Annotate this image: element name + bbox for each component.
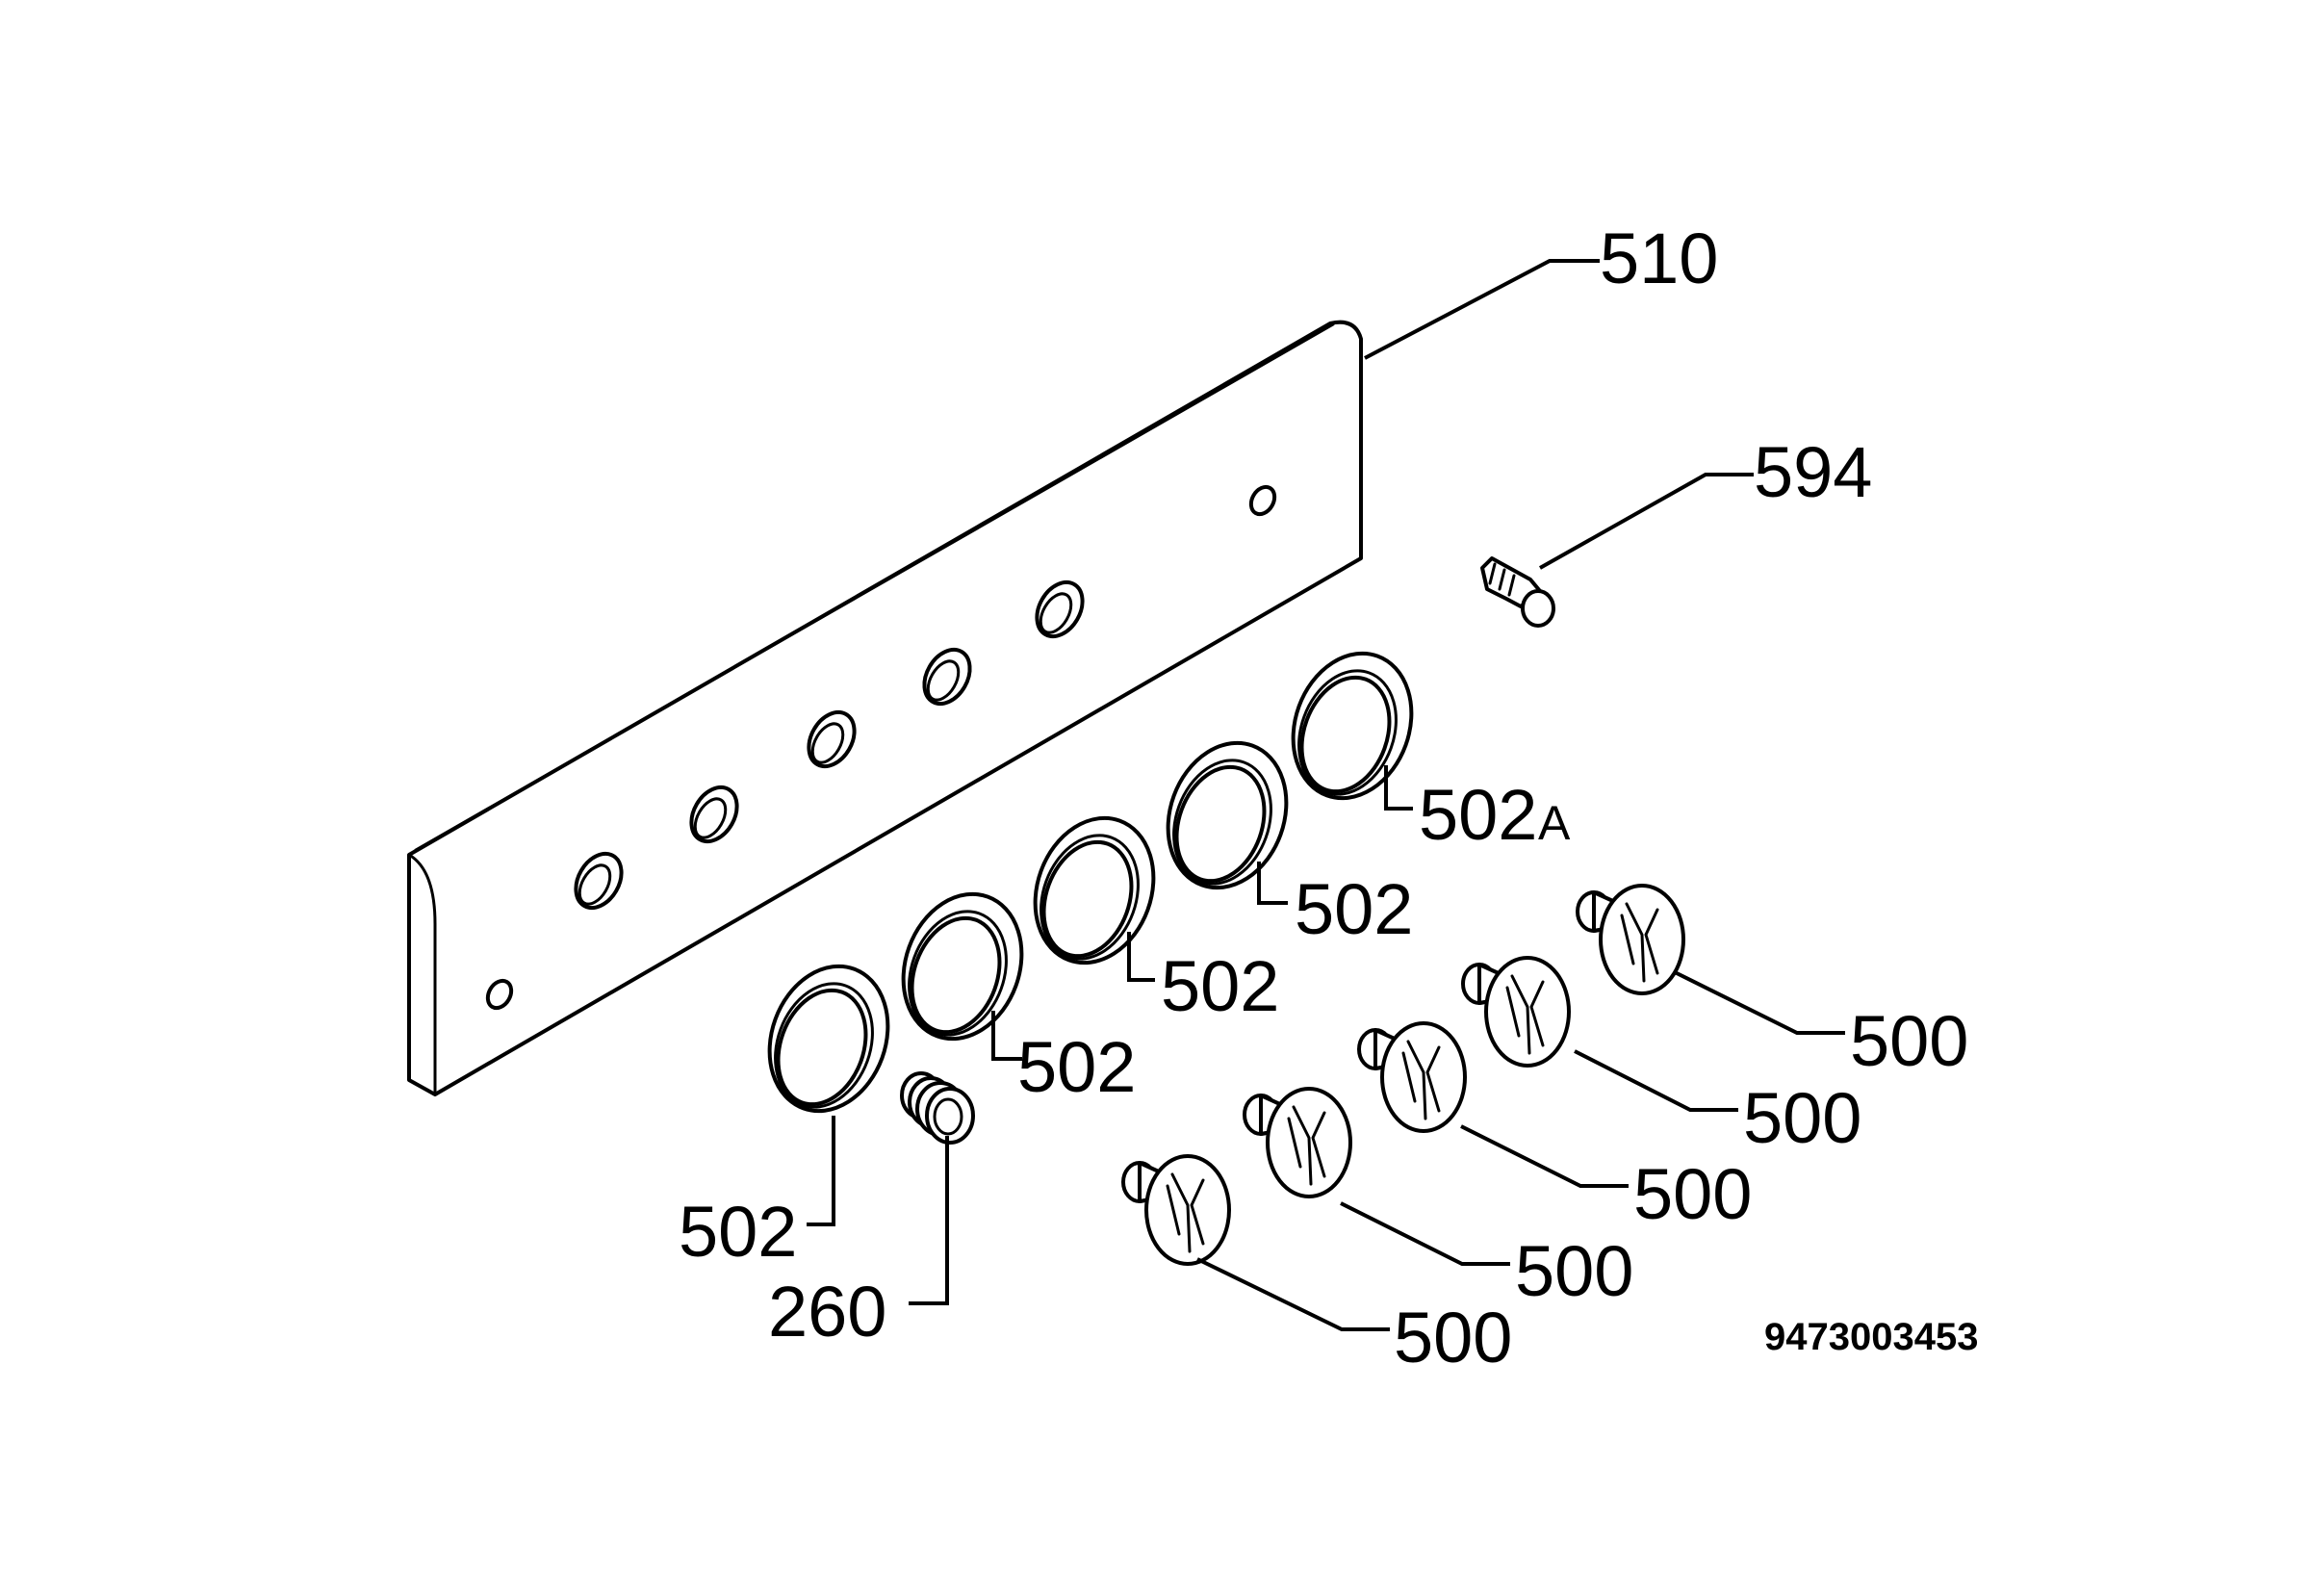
control-knob-500-2	[1243, 1087, 1352, 1198]
control-knob-500-1	[1121, 1154, 1231, 1266]
callout-500-knob-2: 500	[1515, 1231, 1633, 1311]
knob-hole-5	[1035, 579, 1085, 639]
control-knob-500-5	[1576, 884, 1685, 995]
bezel-ring-502-3	[1033, 815, 1156, 965]
callout-502a-suffix: A	[1538, 796, 1571, 850]
callout-594: 594	[1754, 432, 1872, 512]
callout-510: 510	[1600, 219, 1718, 298]
callout-500-knob-5: 500	[1850, 1001, 1968, 1081]
callout-502-ring-3: 502	[1161, 946, 1279, 1026]
document-number: 9473003453	[1764, 1316, 1978, 1358]
leader-lines	[807, 259, 1845, 1331]
control-panel-510	[407, 320, 1363, 1096]
callout-500-knob-4: 500	[1743, 1078, 1861, 1158]
callout-502a: 502 A	[1419, 775, 1571, 855]
bezel-ring-502a	[1291, 651, 1414, 801]
bezel-ring-502-bottom	[767, 964, 890, 1114]
mounting-hole-right	[1248, 484, 1277, 517]
callout-502-ring-bottom: 502	[679, 1192, 797, 1272]
knob-hole-3	[807, 709, 857, 769]
mounting-hole-left	[485, 978, 514, 1011]
callout-260: 260	[768, 1272, 886, 1351]
knob-hole-1	[574, 851, 624, 911]
bezel-ring-502-4	[1166, 740, 1289, 890]
callout-500-knob-1: 500	[1394, 1298, 1512, 1377]
callout-502-ring-2: 502	[1017, 1027, 1136, 1107]
control-knob-500-4	[1461, 956, 1571, 1068]
bezel-ring-502-2	[901, 891, 1024, 1042]
control-knob-500-3	[1357, 1021, 1467, 1133]
knob-hole-2	[689, 785, 739, 844]
callout-500-knob-3: 500	[1633, 1154, 1752, 1234]
callout-502a-number: 502	[1419, 775, 1537, 855]
knob-hole-4	[922, 647, 972, 707]
callout-502-ring-4: 502	[1295, 869, 1413, 949]
clip-594	[1480, 556, 1555, 628]
spring-260	[900, 1071, 975, 1145]
